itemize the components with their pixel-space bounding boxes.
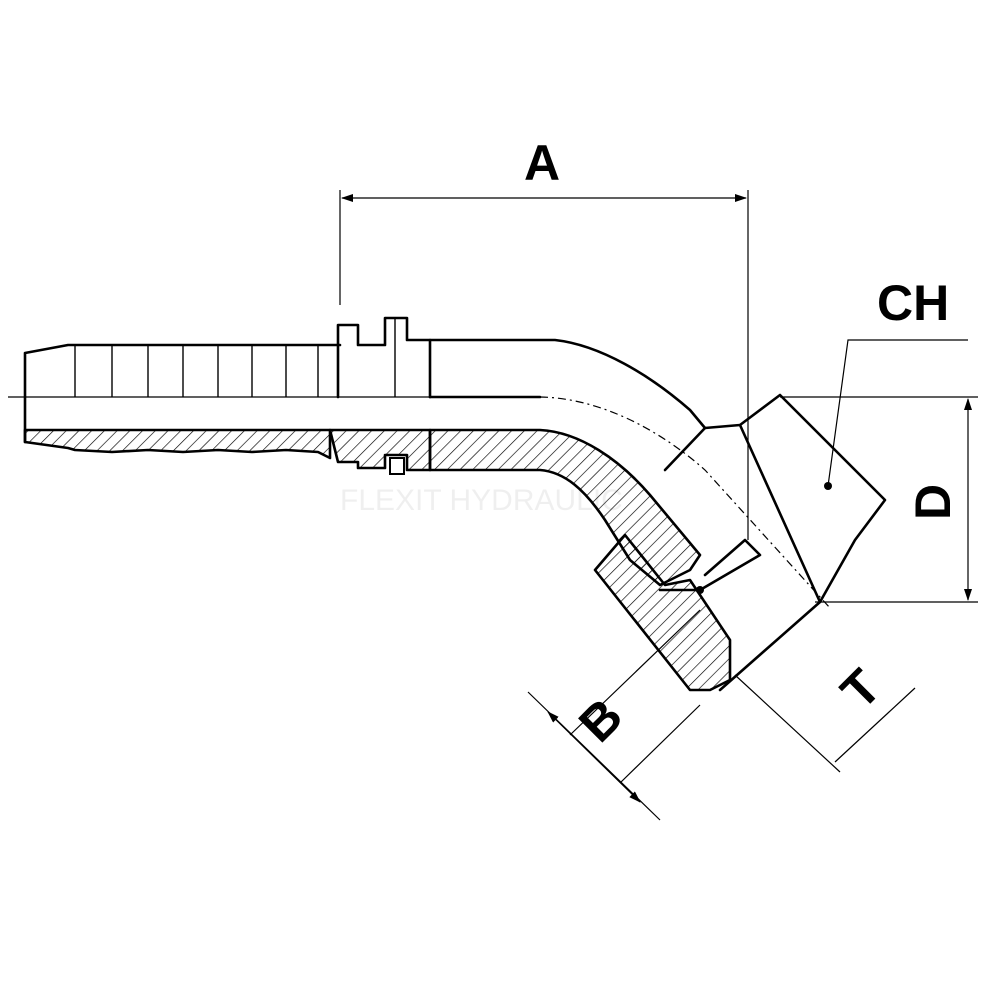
watermark: FLEXIT HYDRAULIC: [340, 484, 623, 517]
label-d: D: [905, 484, 961, 520]
crimp-collar: [328, 316, 432, 475]
dimension-ch: [827, 339, 968, 487]
dimension-d: [780, 396, 978, 603]
dimension-t: [734, 674, 916, 773]
dimension-a: [339, 190, 749, 540]
label-t: T: [830, 659, 891, 720]
label-a: A: [524, 135, 560, 191]
swivel-nut: [593, 393, 887, 692]
label-ch: CH: [877, 275, 949, 331]
bent-body: [428, 338, 707, 587]
hose-tail: [23, 343, 342, 460]
label-b: B: [568, 688, 633, 753]
dimension-b: [527, 609, 701, 821]
